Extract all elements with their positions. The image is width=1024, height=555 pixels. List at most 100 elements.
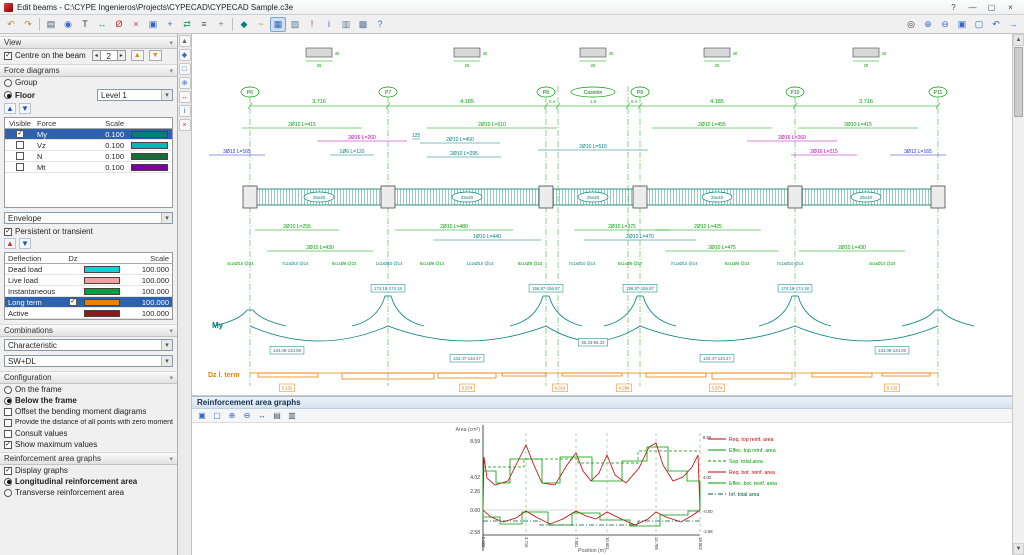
active-swatch[interactable]: [84, 309, 120, 317]
pan-icon[interactable]: ↔: [258, 410, 266, 420]
deflection-row-instantaneous[interactable]: Instantaneous 100.000: [5, 286, 172, 297]
on-frame-radio[interactable]: [4, 385, 12, 394]
delete-icon[interactable]: ×: [133, 18, 139, 29]
combination-select[interactable]: SW+DL: [4, 355, 173, 367]
pan-frame-icon[interactable]: ↔: [178, 91, 191, 103]
zoom-extents-icon[interactable]: ▢: [974, 18, 984, 29]
live-load-swatch[interactable]: [84, 276, 120, 284]
scroll-thumb[interactable]: [1014, 47, 1023, 117]
force-row-my[interactable]: My 0.100: [5, 129, 172, 140]
options-icon[interactable]: ▩: [358, 18, 368, 29]
vz-visible-checkbox[interactable]: [16, 141, 24, 149]
transverse-radio[interactable]: [4, 488, 12, 497]
spinner-left-arrow[interactable]: [91, 50, 101, 61]
previous-frame-button[interactable]: [130, 50, 144, 61]
deflection-row-live[interactable]: Live load 100.000: [5, 275, 172, 286]
show-maximum-checkbox[interactable]: [4, 440, 12, 449]
force-row-up-button[interactable]: [4, 103, 16, 114]
offset-diagrams-checkbox[interactable]: [4, 407, 12, 416]
deflection-row-long-term[interactable]: Long term 100.000: [5, 297, 172, 308]
divide-span-icon[interactable]: ÷: [218, 18, 224, 29]
undo-icon[interactable]: ↶: [7, 18, 15, 29]
zoom-frame-icon[interactable]: ⊕: [178, 77, 191, 89]
frame-select-icon[interactable]: □: [178, 63, 191, 75]
sections-view-icon[interactable]: ▧: [290, 18, 300, 29]
persistent-checkbox[interactable]: [4, 227, 12, 236]
next-frame-button[interactable]: [148, 50, 162, 61]
n-color-swatch[interactable]: [131, 152, 168, 160]
deflection-row-down-button[interactable]: [19, 238, 31, 249]
maximize-button[interactable]: ▢: [987, 2, 996, 12]
zoom-window-icon[interactable]: ▣: [198, 410, 206, 420]
envelope-select[interactable]: Envelope: [4, 212, 173, 224]
deflection-row-dead[interactable]: Dead load 100.000: [5, 264, 172, 275]
combination-type-select[interactable]: Characteristic: [4, 339, 173, 351]
frame-info-icon[interactable]: i: [178, 105, 191, 117]
search-icon[interactable]: ◎: [907, 18, 915, 29]
vz-color-swatch[interactable]: [131, 141, 168, 149]
level-select[interactable]: Level 1: [97, 89, 173, 101]
previous-view-icon[interactable]: ↶: [992, 18, 1000, 29]
errors-icon[interactable]: !: [310, 18, 314, 29]
longitudinal-radio[interactable]: [4, 477, 12, 486]
text-icon[interactable]: T: [82, 18, 88, 29]
section-force-diagrams[interactable]: Force diagrams: [0, 64, 177, 77]
zoom-window-icon[interactable]: ▣: [957, 18, 967, 29]
panel-scroll-up-icon[interactable]: ▲: [178, 35, 191, 47]
capture-icon[interactable]: ◉: [64, 18, 72, 29]
n-visible-checkbox[interactable]: [16, 152, 24, 160]
rebar-icon[interactable]: Ø: [115, 18, 123, 29]
join-spans-icon[interactable]: ≡: [201, 18, 207, 29]
info-icon[interactable]: i: [328, 18, 330, 29]
below-frame-radio[interactable]: [4, 396, 12, 405]
dimension-icon[interactable]: ↔: [97, 18, 107, 29]
force-row-mt[interactable]: Mt 0.100: [5, 162, 172, 173]
zoom-out-icon[interactable]: ⊖: [941, 18, 949, 29]
export-icon[interactable]: ▥: [288, 410, 296, 420]
layers-icon[interactable]: ▥: [341, 18, 351, 29]
pointer-icon[interactable]: ◆: [178, 49, 191, 61]
minimize-button[interactable]: —: [968, 2, 977, 12]
vertical-scrollbar[interactable]: [1012, 34, 1024, 555]
scroll-up-button[interactable]: [1013, 34, 1024, 46]
move-icon[interactable]: +: [167, 18, 173, 29]
deflection-view-icon[interactable]: ~: [258, 18, 264, 29]
instantaneous-swatch[interactable]: [84, 287, 120, 295]
scroll-track[interactable]: [1013, 118, 1024, 543]
group-radio[interactable]: [4, 78, 12, 87]
force-row-n[interactable]: N 0.100: [5, 151, 172, 162]
scroll-down-button[interactable]: [1013, 543, 1024, 555]
long-term-swatch[interactable]: [84, 298, 120, 306]
deflection-row-active[interactable]: Active 100.000: [5, 308, 172, 319]
force-row-down-button[interactable]: [19, 103, 31, 114]
display-graphs-checkbox[interactable]: [4, 466, 12, 475]
forces-view-icon[interactable]: ◆: [240, 18, 248, 29]
zoom-in-icon[interactable]: ⊕: [924, 18, 932, 29]
zoom-in-icon[interactable]: ⊕: [228, 410, 236, 420]
close-tool-icon[interactable]: ×: [178, 119, 191, 131]
redo-icon[interactable]: ↷: [24, 18, 32, 29]
long-term-dz-checkbox[interactable]: [69, 298, 77, 306]
print-icon[interactable]: ▤: [273, 410, 281, 420]
print-icon[interactable]: ▤: [46, 18, 56, 29]
my-visible-checkbox[interactable]: [16, 130, 24, 138]
copy-icon[interactable]: ▣: [148, 18, 158, 29]
deflection-row-up-button[interactable]: [4, 238, 16, 249]
zoom-out-icon[interactable]: ⊖: [243, 410, 251, 420]
close-button[interactable]: ×: [1008, 2, 1013, 12]
zoom-extents-icon[interactable]: ▢: [213, 410, 221, 420]
stretch-icon[interactable]: ⇄: [183, 18, 191, 29]
help-button[interactable]: ?: [951, 2, 956, 12]
mt-visible-checkbox[interactable]: [16, 163, 24, 171]
force-row-vz[interactable]: Vz 0.100: [5, 140, 172, 151]
mt-color-swatch[interactable]: [131, 163, 168, 171]
consult-values-checkbox[interactable]: [4, 429, 12, 438]
centre-on-beam-checkbox[interactable]: [4, 51, 12, 60]
section-view[interactable]: View: [0, 36, 177, 49]
section-reinforcement-graphs[interactable]: Reinforcement area graphs: [0, 452, 177, 465]
section-configuration[interactable]: Configuration: [0, 371, 177, 384]
redraw-icon[interactable]: →: [1008, 18, 1018, 29]
dead-load-swatch[interactable]: [84, 265, 120, 273]
